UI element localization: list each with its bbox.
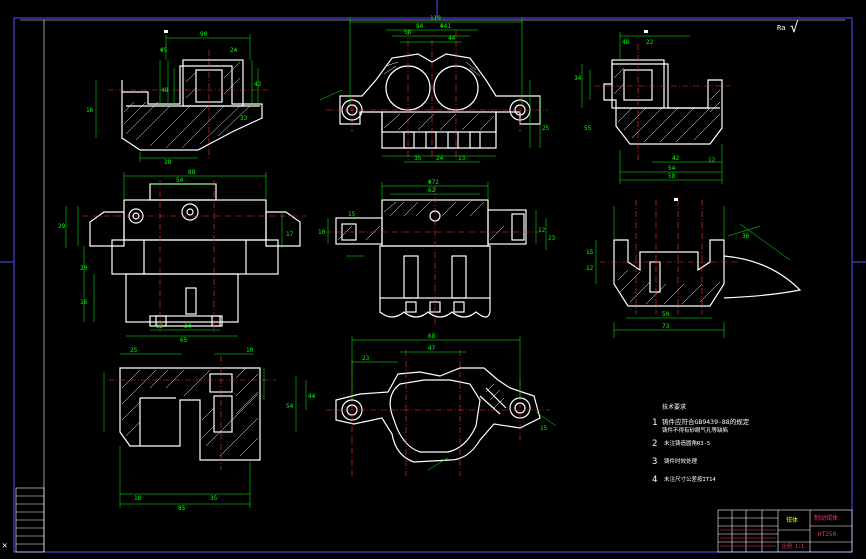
dim-v6-c: 12 xyxy=(586,265,594,272)
dim-v4-a: 88 xyxy=(188,169,196,176)
dim-v4-b: 54 xyxy=(176,177,184,184)
view-center-section: Φ72 62 10 15 12 23 xyxy=(318,179,556,324)
dim-v4-d: 29 xyxy=(58,223,66,230)
view-bottom-middle-top: 68 47 23 54 44 15 xyxy=(286,333,557,476)
dim-v4-f: 16 xyxy=(80,299,88,306)
dim-v6-d: 50 xyxy=(662,311,670,318)
technical-notes: 技术要求 1 铸件应符合GB9439-88的规定 铸件不得有砂眼气孔等缺陷 2 … xyxy=(652,403,750,485)
roughness-symbol-icon: √ xyxy=(790,20,799,36)
note-1-text: 铸件应符合GB9439-88的规定 xyxy=(662,417,750,426)
view-middle-left-front: 88 54 17 29 20 16 12 34 65 xyxy=(58,169,306,344)
dim-v3-b: 22 xyxy=(646,39,654,46)
view-top-middle-front: 119 84 Φ41 58 44 35 24 13 25 xyxy=(319,15,550,163)
dim-v2-e: 35 xyxy=(414,155,422,162)
dim-v2-h: 25 xyxy=(542,125,550,132)
notes-heading: 技术要求 xyxy=(662,403,686,411)
dim-v7-b: 10 xyxy=(246,347,254,354)
dim-v6-a: 36 xyxy=(742,233,750,240)
dim-v1-b: 24 xyxy=(230,47,238,54)
cursor-glyph: ✕ xyxy=(2,541,7,551)
material: HT250 xyxy=(818,531,836,538)
dim-v3-a: 48 xyxy=(622,39,630,46)
dim-v3-f: 54 xyxy=(668,165,676,172)
view-middle-right-section: 36 15 12 50 73 xyxy=(586,198,802,338)
dim-v5-f: 23 xyxy=(548,235,556,242)
note-2-number: 2 xyxy=(652,439,657,449)
note-2-text: 未注铸造圆角R3-5 xyxy=(664,439,710,447)
dim-v1-f: 28 xyxy=(164,159,172,166)
dim-v2-b: Φ41 xyxy=(440,23,451,30)
dim-v3-e: 42 xyxy=(672,155,680,162)
revision-strip xyxy=(15,487,45,553)
dim-v6-b: 15 xyxy=(586,249,594,256)
dim-v2-g: 13 xyxy=(458,155,466,162)
dim-v1-e: 16 xyxy=(86,107,94,114)
dim-v8-d: 54 xyxy=(286,403,294,410)
dim-v1-c: 42 xyxy=(254,81,262,88)
dim-v3-g: 58 xyxy=(668,173,676,180)
view-top-left-section: 90 Φ5 24 42 48 16 28 33 xyxy=(86,30,270,166)
dim-v1-g: 33 xyxy=(240,115,248,122)
dim-v2-c: 58 xyxy=(404,29,412,36)
dim-v2-top: 119 xyxy=(430,15,441,22)
view-top-right-section: 48 22 34 12 42 54 58 55 xyxy=(574,30,730,184)
dim-v4-i: 65 xyxy=(180,337,188,344)
dim-v4-e: 20 xyxy=(80,265,88,272)
view-bottom-left-section: 25 10 18 85 35 xyxy=(103,347,276,512)
dim-v8-e: 44 xyxy=(308,393,316,400)
dim-v4-c: 17 xyxy=(286,231,294,238)
note-3-text: 铸件时效处理 xyxy=(664,457,698,465)
dim-v3-h: 55 xyxy=(584,125,592,132)
dim-v5-b: 62 xyxy=(428,187,436,194)
dim-v5-a: Φ72 xyxy=(428,179,439,186)
dim-v5-c: 10 xyxy=(318,229,326,236)
dim-v2-f: 24 xyxy=(436,155,444,162)
dim-v5-d: 15 xyxy=(348,211,356,218)
dim-v1-a: Φ5 xyxy=(160,47,168,54)
dim-v7-c: 18 xyxy=(134,495,142,502)
dim-v3-c: 34 xyxy=(574,75,582,82)
dim-v7-a: 25 xyxy=(130,347,138,354)
part-code: 制动钳体 xyxy=(814,514,838,522)
scale: 比例 1:1 xyxy=(782,543,804,550)
note-4-number: 4 xyxy=(652,475,657,485)
dim-v3-d: 12 xyxy=(708,157,716,164)
dim-v5-e: 12 xyxy=(538,227,546,234)
dim-v7-d: 85 xyxy=(178,505,186,512)
dim-v1-d: 48 xyxy=(161,87,169,94)
dim-v8-c: 23 xyxy=(362,355,370,362)
dim-v8-f: 15 xyxy=(540,425,548,432)
dim-v1-top: 90 xyxy=(200,31,208,38)
note-4-text: 未注尺寸公差按IT14 xyxy=(664,475,716,483)
dim-v2-d: 44 xyxy=(448,35,456,42)
title-block: 钳体 制动钳体 HT250 比例 1:1 xyxy=(717,509,853,553)
drawing-name: 钳体 xyxy=(786,516,798,524)
note-1-number: 1 xyxy=(652,418,657,428)
dim-v6-e: 73 xyxy=(662,323,670,330)
roughness-label: Ra xyxy=(777,24,785,32)
dim-v8-a: 68 xyxy=(428,333,436,340)
note-1-subtext: 铸件不得有砂眼气孔等缺陷 xyxy=(662,426,728,434)
dim-v4-h: 34 xyxy=(184,323,192,330)
dim-v4-g: 12 xyxy=(156,323,164,330)
note-3-number: 3 xyxy=(652,457,657,467)
dim-v7-e: 35 xyxy=(210,495,218,502)
surface-finish-mark: Ra √ xyxy=(777,20,799,36)
dim-v2-a: 84 xyxy=(416,23,424,30)
dim-v8-b: 47 xyxy=(428,345,436,352)
